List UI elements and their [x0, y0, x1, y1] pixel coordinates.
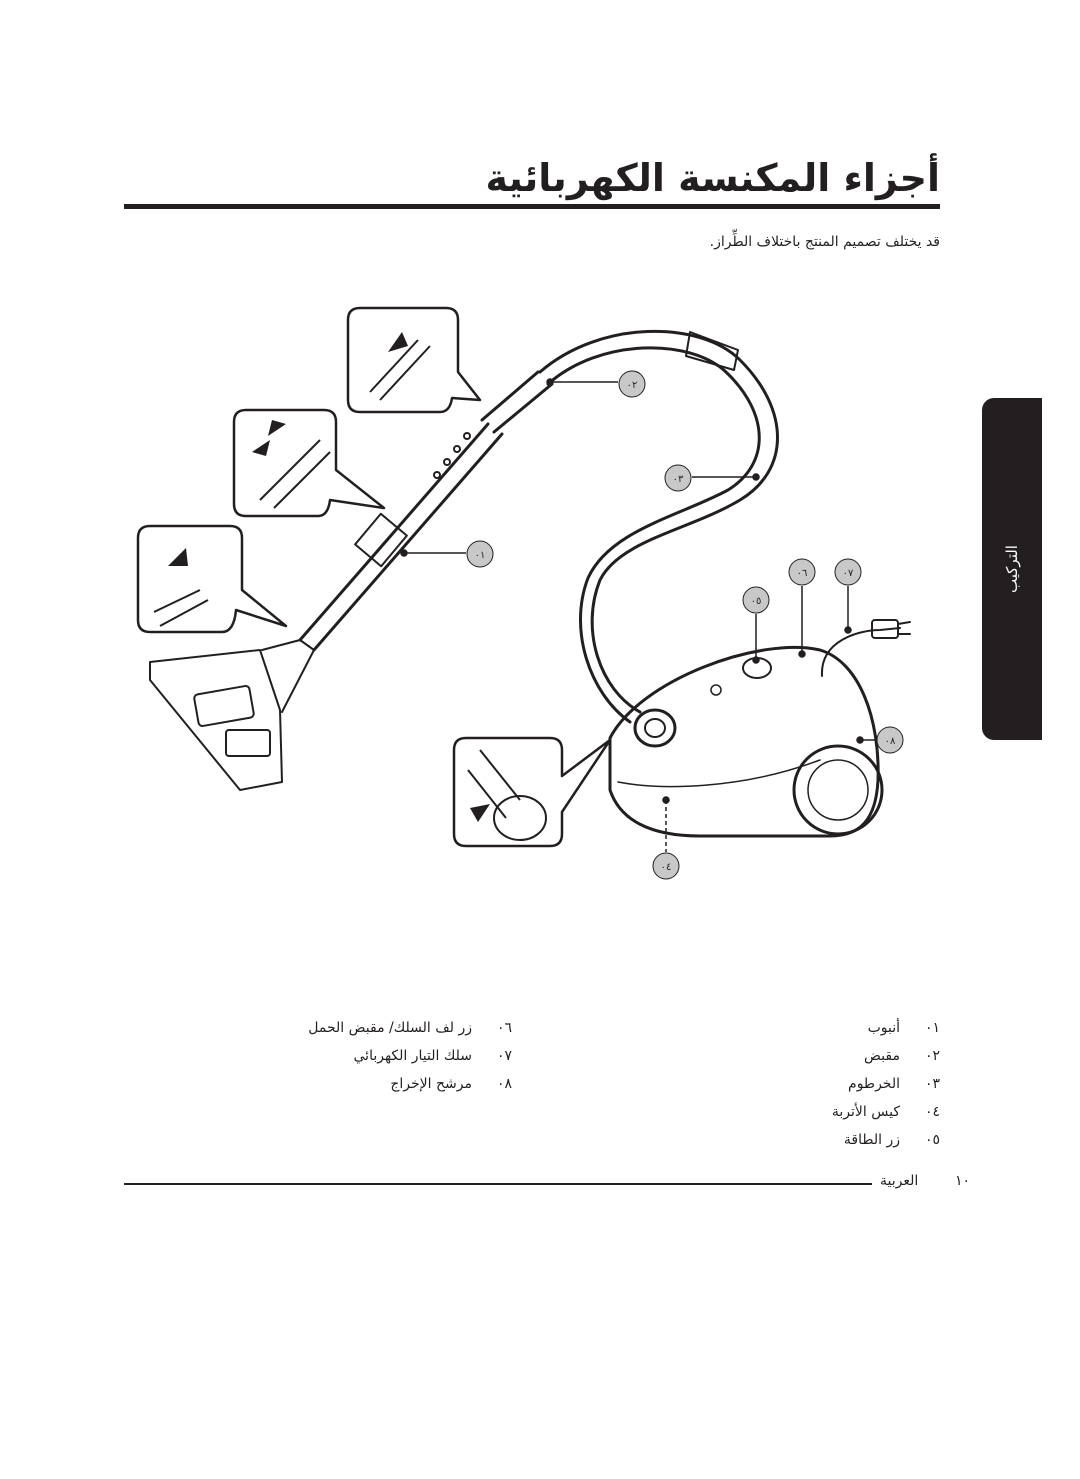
- callout-03: ٠٣: [664, 464, 692, 492]
- svg-text:٠٨: ٠٨: [885, 736, 896, 747]
- arrow-up-icon: [168, 548, 188, 566]
- callout-02: ٠٢: [618, 370, 646, 398]
- callout-06: ٠٦: [788, 558, 816, 586]
- inset-pipe-connect: [136, 524, 288, 634]
- callout-badges: ٠٢ ٠٣ ٠١ ٠٦ ٠٧ ٠٥ ٠٨ ٠٤: [466, 370, 904, 880]
- callout-07: ٠٧: [834, 558, 862, 586]
- power-cord: [820, 627, 901, 677]
- title-underline: [124, 204, 940, 209]
- double-arrow-icon: [252, 420, 286, 456]
- page-title: أجزاء المكنسة الكهربائية: [485, 156, 940, 200]
- page-number: ١٠: [955, 1173, 971, 1189]
- floor-nozzle: [149, 649, 283, 791]
- footer-rule: [124, 1183, 872, 1185]
- inset-handle-lock: [346, 306, 482, 414]
- section-tab[interactable]: التركيب: [982, 398, 1042, 740]
- svg-text:٠٧: ٠٧: [843, 568, 854, 579]
- inset-pipe-adjust: [232, 408, 386, 518]
- model-note: قد يختلف تصميم المنتج باختلاف الطِّراز.: [709, 234, 940, 250]
- hose-inner: [546, 346, 761, 724]
- vacuum-body: [608, 645, 880, 838]
- svg-text:٠٣: ٠٣: [673, 474, 684, 485]
- hose-handle: [685, 331, 739, 371]
- svg-text:٠٤: ٠٤: [661, 862, 672, 873]
- callout-05: ٠٥: [742, 586, 770, 614]
- callout-01: ٠١: [466, 540, 494, 568]
- svg-text:٠٦: ٠٦: [797, 568, 808, 579]
- svg-text:٠١: ٠١: [475, 550, 486, 561]
- svg-text:٠٥: ٠٥: [751, 596, 762, 607]
- callout-04: ٠٤: [652, 852, 680, 880]
- svg-text:٠٢: ٠٢: [627, 380, 638, 391]
- arrow-up-icon: [388, 332, 408, 352]
- arrow-down-icon: [470, 804, 490, 822]
- footer-language: العربية: [880, 1173, 919, 1189]
- hose-outer: [538, 329, 779, 714]
- telescopic-pipe: [298, 422, 504, 652]
- inset-hose-insert: [452, 736, 612, 848]
- callout-08: ٠٨: [876, 726, 904, 754]
